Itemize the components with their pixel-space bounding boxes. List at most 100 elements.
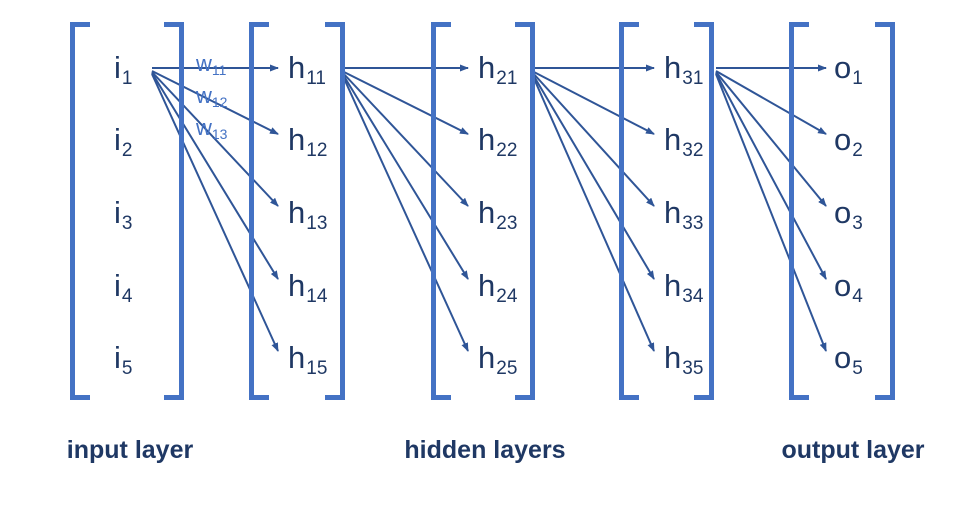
- weight-sub: 12: [211, 94, 228, 110]
- weight-label-w11: w11: [196, 50, 226, 78]
- node-sub: 2: [852, 140, 863, 161]
- node-main: h: [288, 50, 306, 85]
- caption-output-layer: output layer: [781, 436, 925, 464]
- node-sub: 2: [121, 140, 133, 161]
- node-h33: h33: [664, 191, 703, 235]
- node-sub: 3: [121, 213, 133, 234]
- node-h14: h14: [288, 264, 327, 308]
- node-o2: o2: [834, 118, 863, 162]
- node-main: o: [834, 122, 852, 157]
- matrix-bracket-right: [694, 22, 714, 400]
- node-sub: 35: [682, 358, 704, 379]
- node-o4: o4: [834, 264, 863, 308]
- node-sub: 14: [306, 286, 328, 307]
- weight-label-w12: w12: [196, 82, 227, 110]
- node-sub: 33: [682, 213, 704, 234]
- weight-sub: 11: [211, 62, 227, 78]
- node-sub: 34: [682, 286, 704, 307]
- node-i5: i5: [114, 336, 132, 380]
- node-main: o: [834, 340, 852, 375]
- matrix-bracket-right: [515, 22, 535, 400]
- node-main: h: [288, 268, 306, 303]
- node-main: h: [288, 122, 306, 157]
- node-main: h: [478, 122, 496, 157]
- node-i3: i3: [114, 191, 132, 235]
- node-main: o: [834, 195, 852, 230]
- node-sub: 31: [682, 68, 704, 89]
- matrix-bracket-right: [875, 22, 895, 400]
- node-i1: i1: [114, 46, 132, 90]
- node-main: h: [664, 268, 682, 303]
- node-sub: 12: [306, 140, 328, 161]
- node-main: h: [664, 340, 682, 375]
- node-h11: h11: [288, 46, 326, 90]
- matrix-bracket-left: [431, 22, 451, 400]
- arrow-line: [715, 73, 827, 352]
- node-sub: 25: [496, 358, 518, 379]
- node-h32: h32: [664, 118, 703, 162]
- node-h31: h31: [664, 46, 703, 90]
- node-h25: h25: [478, 336, 517, 380]
- node-main: h: [664, 195, 682, 230]
- node-h21: h21: [478, 46, 517, 90]
- node-h34: h34: [664, 264, 703, 308]
- node-h22: h22: [478, 118, 517, 162]
- node-main: h: [288, 340, 306, 375]
- matrix-bracket-left: [249, 22, 269, 400]
- node-sub: 5: [852, 358, 863, 379]
- node-main: i: [114, 195, 121, 230]
- node-main: h: [478, 50, 496, 85]
- node-i2: i2: [114, 118, 132, 162]
- node-h23: h23: [478, 191, 517, 235]
- node-main: o: [834, 268, 852, 303]
- node-main: h: [288, 195, 306, 230]
- node-sub: 1: [852, 68, 863, 89]
- matrix-bracket-left: [619, 22, 639, 400]
- caption-hidden-layers: hidden layers: [404, 436, 566, 464]
- node-main: i: [114, 122, 121, 157]
- weight-main: w: [196, 51, 212, 76]
- weight-label-w13: w13: [196, 114, 227, 142]
- node-h35: h35: [664, 336, 703, 380]
- node-h13: h13: [288, 191, 327, 235]
- arrow-line: [715, 72, 827, 280]
- weight-main: w: [196, 115, 212, 140]
- node-main: h: [478, 268, 496, 303]
- node-main: i: [114, 50, 121, 85]
- node-i4: i4: [114, 264, 132, 308]
- weight-sub: 13: [211, 126, 228, 142]
- arrow-line: [715, 70, 827, 135]
- node-main: i: [114, 340, 121, 375]
- node-main: i: [114, 268, 121, 303]
- node-sub: 5: [121, 358, 133, 379]
- node-o3: o3: [834, 191, 863, 235]
- node-sub: 3: [852, 213, 863, 234]
- node-sub: 22: [496, 140, 518, 161]
- arrow-line: [715, 71, 827, 207]
- caption-input-layer: input layer: [66, 436, 194, 464]
- matrix-bracket-left: [70, 22, 90, 400]
- node-sub: 15: [306, 358, 328, 379]
- node-sub: 23: [496, 213, 518, 234]
- node-main: h: [664, 122, 682, 157]
- node-sub: 24: [496, 286, 518, 307]
- node-sub: 11: [306, 68, 326, 89]
- node-sub: 13: [306, 213, 328, 234]
- node-main: h: [664, 50, 682, 85]
- node-main: h: [478, 195, 496, 230]
- matrix-bracket-left: [789, 22, 809, 400]
- node-sub: 32: [682, 140, 704, 161]
- node-h24: h24: [478, 264, 517, 308]
- node-main: h: [478, 340, 496, 375]
- node-sub: 21: [496, 68, 518, 89]
- node-o5: o5: [834, 336, 863, 380]
- node-sub: 4: [852, 286, 863, 307]
- node-h12: h12: [288, 118, 327, 162]
- node-o1: o1: [834, 46, 863, 90]
- weight-main: w: [196, 83, 212, 108]
- node-h15: h15: [288, 336, 327, 380]
- node-sub: 4: [121, 286, 133, 307]
- matrix-bracket-right: [164, 22, 184, 400]
- node-sub: 1: [121, 68, 133, 89]
